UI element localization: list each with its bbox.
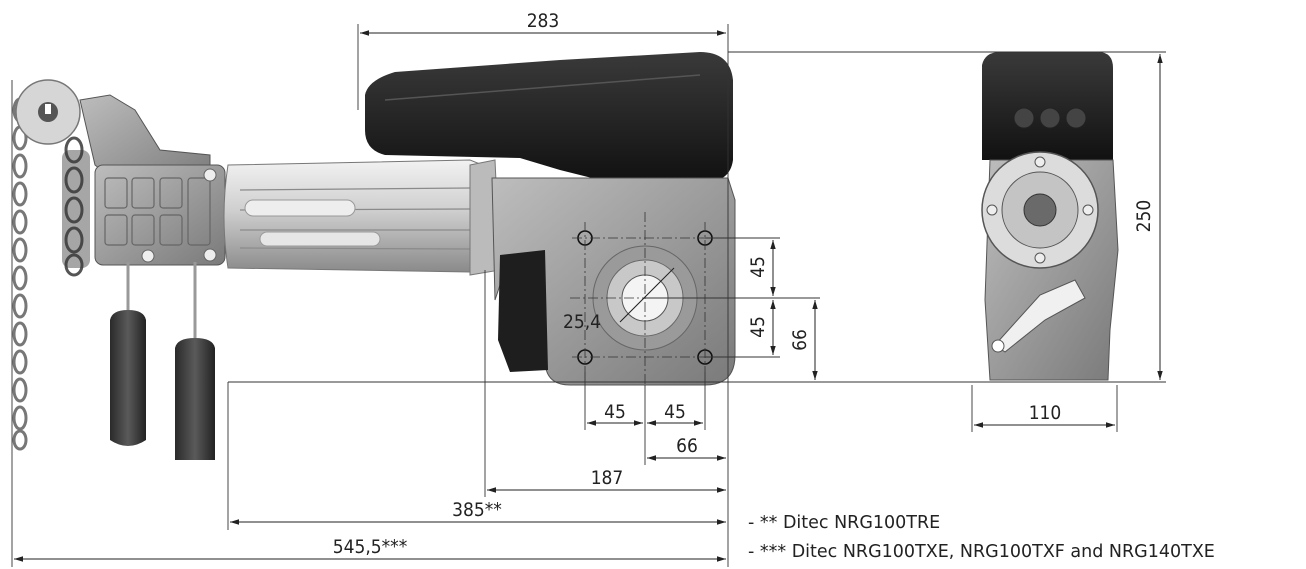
dim-110: 110	[1029, 402, 1062, 424]
side-control-housing	[982, 52, 1113, 160]
dim-45-vertical-lower: 45	[747, 316, 769, 338]
note-nrg100tre: - ** Ditec NRG100TRE	[748, 513, 941, 533]
dim-45-horizontal-left: 45	[604, 401, 626, 423]
dim-283: 283	[527, 10, 560, 32]
pull-handle-left	[110, 310, 146, 446]
dim-25-4-radius: 25,4	[563, 311, 601, 333]
release-box	[498, 250, 548, 372]
dim-66-horizontal: 66	[676, 435, 698, 457]
release-lever	[994, 279, 1086, 353]
pull-handle-right	[175, 338, 215, 460]
dimension-lines	[11, 24, 1166, 567]
hand-chain	[12, 97, 28, 451]
dim-45-horizontal-right: 45	[664, 401, 686, 423]
chain-sprocket	[64, 136, 84, 277]
front-view-operator	[12, 52, 736, 460]
dim-385: 385**	[452, 499, 502, 521]
dim-250: 250	[1133, 200, 1155, 233]
dim-45-vertical-upper: 45	[747, 256, 769, 278]
side-view-operator	[981, 52, 1119, 381]
note-nrg100txe: - *** Ditec NRG100TXE, NRG100TXF and NRG…	[748, 542, 1215, 562]
dim-66-vertical: 66	[789, 329, 811, 351]
dim-545-5: 545,5***	[333, 536, 408, 558]
control-housing	[365, 52, 733, 182]
dim-187: 187	[591, 467, 624, 489]
